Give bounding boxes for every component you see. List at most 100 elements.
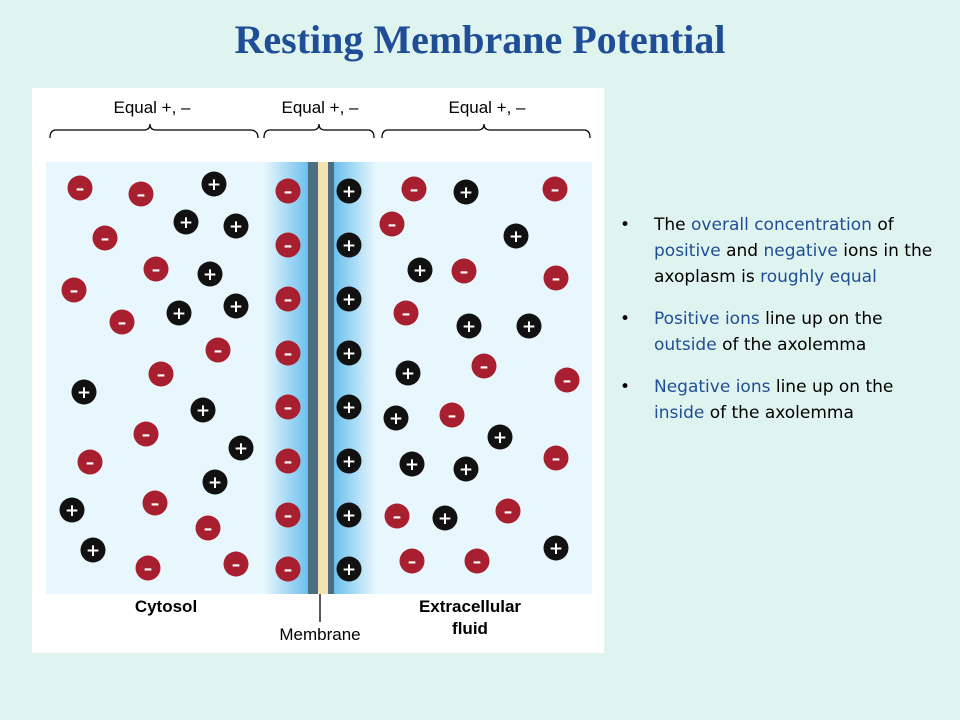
svg-text:–: – bbox=[76, 179, 85, 199]
membrane-label: Membrane bbox=[279, 625, 360, 644]
svg-text:–: – bbox=[393, 507, 402, 527]
bullet-text: of the axolemma bbox=[704, 403, 854, 423]
negative-ion: – bbox=[439, 402, 465, 428]
negative-ion: – bbox=[135, 555, 161, 581]
svg-text:–: – bbox=[101, 229, 110, 249]
positive-ion: + bbox=[190, 397, 216, 423]
svg-text:+: + bbox=[207, 175, 221, 195]
positive-ion: + bbox=[228, 435, 254, 461]
svg-text:–: – bbox=[284, 398, 293, 418]
negative-ion: – bbox=[543, 445, 569, 471]
svg-text:+: + bbox=[342, 344, 356, 364]
svg-text:+: + bbox=[438, 509, 452, 529]
svg-text:+: + bbox=[342, 398, 356, 418]
bullet-item: Positive ions line up on the outside of … bbox=[620, 306, 938, 358]
membrane-glow-inner bbox=[264, 162, 308, 594]
bullet-item: Negative ions line up on the inside of t… bbox=[620, 374, 938, 426]
svg-text:+: + bbox=[342, 506, 356, 526]
positive-ion: + bbox=[383, 405, 409, 431]
positive-ion: + bbox=[407, 257, 433, 283]
svg-text:+: + bbox=[77, 383, 91, 403]
positive-ion: + bbox=[456, 313, 482, 339]
positive-ion: + bbox=[432, 505, 458, 531]
brace-label-membrane: Equal +, – bbox=[281, 98, 359, 117]
positive-ion: + bbox=[453, 456, 479, 482]
negative-ion: – bbox=[384, 503, 410, 529]
svg-text:–: – bbox=[118, 313, 127, 333]
positive-ion: + bbox=[395, 360, 421, 386]
svg-text:–: – bbox=[284, 506, 293, 526]
svg-text:–: – bbox=[388, 215, 397, 235]
brace-cytosol bbox=[49, 123, 259, 139]
positive-ion: + bbox=[59, 497, 85, 523]
svg-text:+: + bbox=[342, 290, 356, 310]
negative-ion: – bbox=[142, 490, 168, 516]
negative-ion: – bbox=[399, 548, 425, 574]
negative-ion: – bbox=[275, 232, 301, 258]
highlighted-text: outside bbox=[654, 335, 717, 355]
negative-ion: – bbox=[393, 300, 419, 326]
positive-ion: + bbox=[202, 469, 228, 495]
svg-text:–: – bbox=[151, 494, 160, 514]
membrane-core bbox=[318, 162, 328, 594]
positive-ion: + bbox=[336, 286, 362, 312]
svg-text:+: + bbox=[459, 460, 473, 480]
highlighted-text: roughly equal bbox=[760, 267, 877, 287]
positive-ion: + bbox=[80, 537, 106, 563]
negative-ion: – bbox=[401, 176, 427, 202]
highlighted-text: Negative ions bbox=[654, 377, 771, 397]
negative-ion: – bbox=[275, 340, 301, 366]
positive-ion: + bbox=[166, 300, 192, 326]
negative-ion: – bbox=[554, 367, 580, 393]
svg-text:+: + bbox=[459, 183, 473, 203]
svg-text:–: – bbox=[142, 425, 151, 445]
bullet-text: ions in the axoplasm is bbox=[654, 241, 933, 287]
svg-text:–: – bbox=[204, 519, 213, 539]
svg-text:+: + bbox=[172, 304, 186, 324]
svg-text:+: + bbox=[405, 455, 419, 475]
svg-text:–: – bbox=[284, 344, 293, 364]
positive-ion: + bbox=[71, 379, 97, 405]
svg-text:–: – bbox=[232, 555, 241, 575]
svg-text:–: – bbox=[473, 552, 482, 572]
positive-ion: + bbox=[453, 179, 479, 205]
positive-ion: + bbox=[197, 261, 223, 287]
positive-ion: + bbox=[173, 209, 199, 235]
bullet-text: The bbox=[654, 215, 692, 235]
bullet-text: line up on the bbox=[759, 309, 883, 329]
brace-label-extracellular: Equal +, – bbox=[448, 98, 526, 117]
svg-text:+: + bbox=[65, 501, 79, 521]
svg-text:+: + bbox=[413, 261, 427, 281]
negative-ion: – bbox=[61, 277, 87, 303]
positive-ion: + bbox=[223, 213, 249, 239]
svg-text:–: – bbox=[460, 262, 469, 282]
svg-text:+: + bbox=[208, 473, 222, 493]
highlighted-text: overall concentration bbox=[691, 215, 872, 235]
positive-ion: + bbox=[336, 178, 362, 204]
svg-text:–: – bbox=[504, 502, 513, 522]
positive-ion: + bbox=[336, 502, 362, 528]
bullet-list: The overall concentration of positive an… bbox=[620, 212, 938, 442]
positive-ion: + bbox=[543, 535, 569, 561]
negative-ion: – bbox=[195, 515, 221, 541]
negative-ion: – bbox=[275, 394, 301, 420]
brace-label-cytosol: Equal +, – bbox=[113, 98, 191, 117]
svg-text:+: + bbox=[342, 236, 356, 256]
positive-ion: + bbox=[487, 424, 513, 450]
svg-text:–: – bbox=[480, 357, 489, 377]
highlighted-text: positive bbox=[654, 241, 721, 261]
svg-text:+: + bbox=[493, 428, 507, 448]
positive-ion: + bbox=[516, 313, 542, 339]
positive-ion: + bbox=[399, 451, 425, 477]
svg-text:–: – bbox=[410, 180, 419, 200]
negative-ion: – bbox=[471, 353, 497, 379]
svg-text:+: + bbox=[342, 560, 356, 580]
negative-ion: – bbox=[495, 498, 521, 524]
svg-text:–: – bbox=[552, 449, 561, 469]
membrane-diagram-svg: Equal +, – Equal +, – Equal +, – ––+–++–… bbox=[46, 98, 592, 644]
svg-text:+: + bbox=[401, 364, 415, 384]
negative-ion: – bbox=[128, 181, 154, 207]
negative-ion: – bbox=[275, 286, 301, 312]
svg-text:–: – bbox=[448, 406, 457, 426]
svg-text:+: + bbox=[342, 452, 356, 472]
